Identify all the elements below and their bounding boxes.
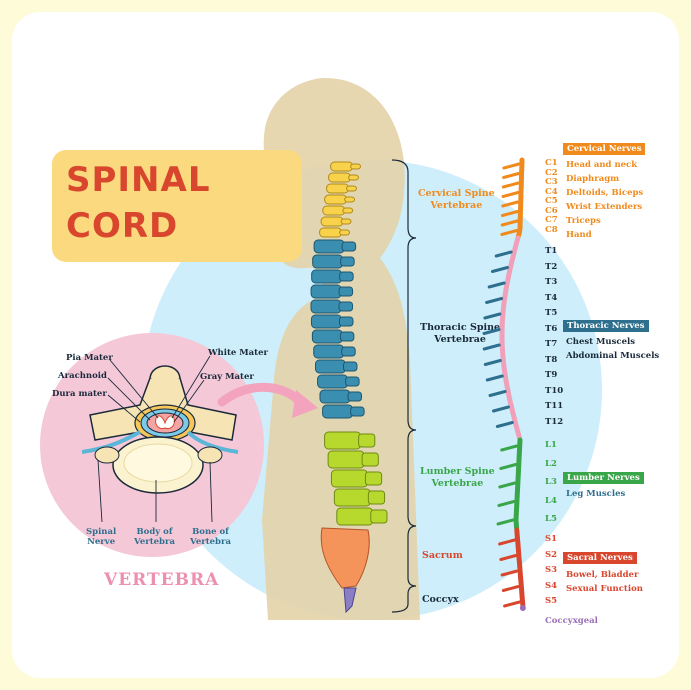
nerve-branch — [487, 376, 502, 380]
nerve-branch — [503, 193, 518, 197]
nerve-code: T1 — [545, 246, 557, 256]
nerve-branch — [497, 423, 512, 427]
fn-leg-muscles: Leg Muscles — [566, 489, 625, 499]
nerve-branch — [502, 221, 517, 225]
nerve-branch — [500, 540, 515, 544]
nerve-branch — [498, 520, 513, 524]
nerve-branch — [503, 587, 518, 591]
header-lumbar-nerves: Lumber Nerves — [563, 472, 644, 484]
fn-chest-muscles: Chest Muscels — [566, 337, 635, 347]
nerve-branch — [503, 183, 518, 187]
fn-bowel-bladder: Bowel, Bladder — [566, 570, 638, 580]
cervical-function: Hand — [566, 230, 592, 240]
nerve-code: C5 — [545, 196, 558, 206]
nerve-code: C7 — [545, 215, 558, 225]
nerve-branch — [501, 465, 516, 469]
coccygeal-tip — [520, 605, 526, 611]
nerve-code: T8 — [545, 355, 557, 365]
nerve-code: L3 — [545, 477, 557, 487]
nerve-branch — [484, 330, 499, 334]
cord-sacral — [517, 530, 523, 606]
label-coccygeal: Coccyxgeal — [545, 616, 598, 626]
cord-lumbar — [516, 440, 520, 528]
nerve-code: S1 — [545, 534, 557, 544]
fn-sexual-function: Sexual Function — [566, 584, 643, 594]
nerve-branch — [502, 446, 517, 450]
nerve-branch — [496, 252, 511, 256]
nerve-branch — [485, 361, 500, 365]
header-thoracic-nerves: Thoracic Nerves — [563, 320, 649, 332]
nerve-branch — [485, 314, 500, 318]
nerve-code: T9 — [545, 370, 557, 380]
nerve-code: L2 — [545, 459, 557, 469]
nerve-code: T7 — [545, 339, 557, 349]
cervical-function: Diaphragm — [566, 174, 619, 184]
header-sacral-nerves: Sacral Nerves — [563, 552, 637, 564]
nerve-branch — [499, 502, 514, 506]
nerve-code: T5 — [545, 308, 557, 318]
nerve-code: T6 — [545, 324, 557, 334]
nerve-code: T4 — [545, 293, 557, 303]
nerve-branch — [493, 407, 508, 411]
nerve-branch — [484, 345, 499, 349]
nerve-branch — [501, 556, 516, 560]
nerve-branch — [500, 483, 515, 487]
nerve-branch — [503, 202, 518, 206]
cord-cervical — [518, 160, 522, 236]
nerve-code: S3 — [545, 565, 557, 575]
nerve-code: T3 — [545, 277, 557, 287]
nerve-branch — [505, 602, 520, 606]
nerve-branch — [502, 212, 517, 216]
nerve-code: T2 — [545, 262, 557, 272]
fn-abdominal-muscles: Abdominal Muscels — [566, 351, 659, 361]
nerve-code: T10 — [545, 386, 563, 396]
nerve-code: C4 — [545, 187, 558, 197]
nerve-code: C1 — [545, 158, 558, 168]
nerve-branch — [504, 164, 519, 168]
nerve-code: L4 — [545, 496, 557, 506]
nerve-code: C6 — [545, 206, 558, 216]
nerve-code: S5 — [545, 596, 557, 606]
nerve-branch — [504, 174, 519, 178]
nerve-code: T11 — [545, 401, 563, 411]
nerve-code: C8 — [545, 225, 558, 235]
nerve-branch — [502, 231, 517, 235]
nerve-code: S4 — [545, 581, 557, 591]
cervical-function: Wrist Extenders — [566, 202, 642, 212]
nerve-code: C3 — [545, 177, 558, 187]
header-cervical-nerves: Cervical Nerves — [563, 143, 645, 155]
cervical-function: Head and neck — [566, 160, 637, 170]
nerve-branch — [492, 268, 507, 272]
nerve-branch — [489, 283, 504, 287]
nerve-branch — [502, 571, 517, 575]
nerve-branch — [487, 299, 502, 303]
nerve-code: L1 — [545, 440, 557, 450]
cervical-function: Triceps — [566, 216, 601, 226]
nerve-code: T12 — [545, 417, 563, 427]
nerve-code: C2 — [545, 168, 558, 178]
nerve-code: S2 — [545, 550, 557, 560]
nerve-branch — [490, 392, 505, 396]
cervical-function: Deltoids, Biceps — [566, 188, 643, 198]
nerve-code: L5 — [545, 514, 557, 524]
